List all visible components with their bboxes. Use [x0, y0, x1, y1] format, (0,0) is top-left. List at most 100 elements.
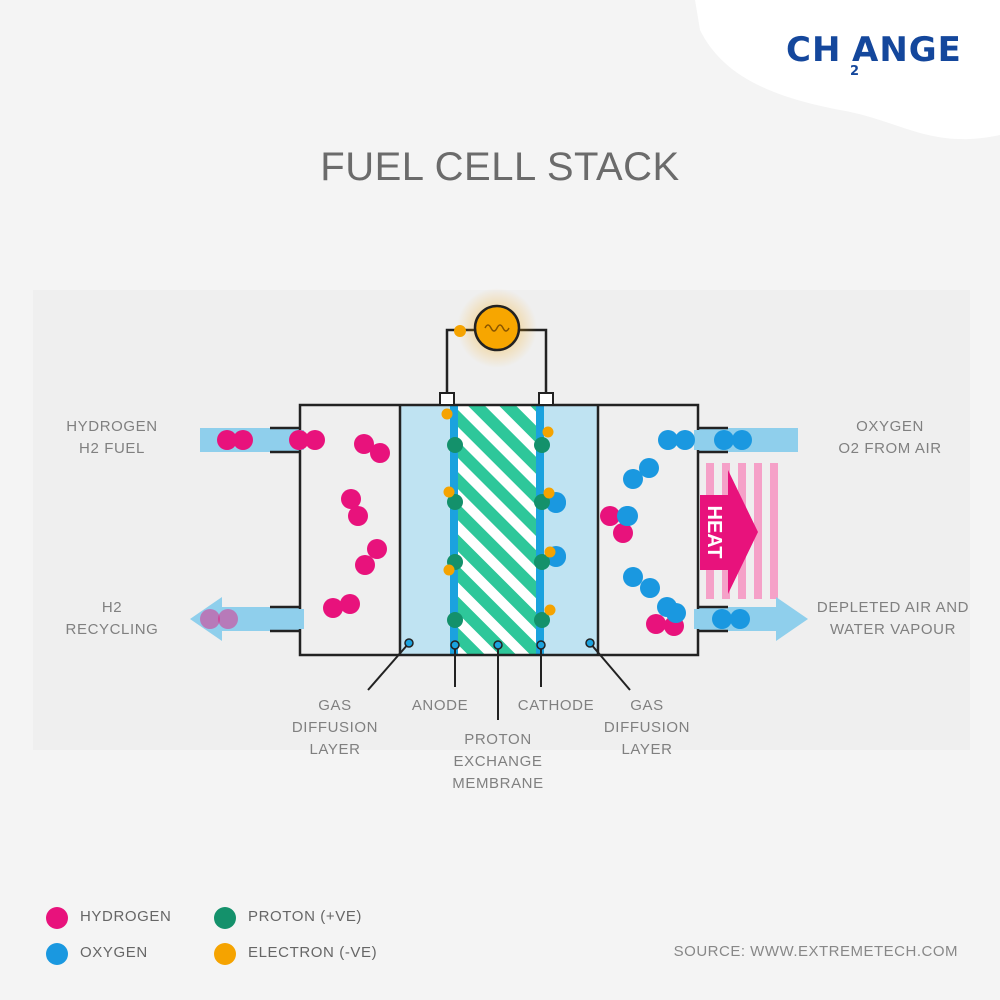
hydrogen-molecule [233, 430, 253, 450]
hydrogen-molecule [217, 430, 237, 450]
anode-diffusion-layer [400, 405, 450, 655]
electron [443, 486, 455, 498]
oxygen-molecule [730, 609, 750, 629]
anode [450, 405, 458, 655]
proton-exchange-membrane [458, 405, 536, 655]
hydrogen-dot-icon [46, 907, 68, 929]
label-line: GAS [630, 697, 664, 714]
electron [544, 604, 556, 616]
oxygen-molecule [640, 578, 660, 598]
proton [447, 437, 463, 453]
label-line: O2 FROM AIR [838, 440, 942, 457]
hydrogen-molecule [200, 609, 220, 629]
logo-text-right: ANGE [852, 30, 962, 70]
electron [441, 408, 453, 420]
proton [534, 554, 550, 570]
hydrogen-molecule [218, 609, 238, 629]
label-line: DIFFUSION [291, 719, 379, 736]
heat-label: HEAT [703, 506, 725, 559]
pointer-dots [404, 638, 595, 650]
cathode [536, 405, 544, 655]
hydrogen-molecule [289, 430, 309, 450]
hydrogen-molecule [340, 594, 360, 614]
hydrogen-inlet-label: HYDROGEN H2 FUEL [52, 416, 172, 460]
oxygen-molecule [666, 603, 686, 623]
label-line: H2 FUEL [79, 440, 145, 457]
label-line: LAYER [309, 741, 361, 758]
h2-recycling-arrow [190, 597, 300, 641]
membrane-label: PROTON EXCHANGE MEMBRANE [438, 729, 558, 795]
legend-label: OXYGEN [80, 944, 148, 961]
label-pointers [367, 642, 631, 720]
cathode-diffusion-layer [544, 405, 598, 655]
legend-label: HYDROGEN [80, 908, 172, 925]
change-logo: CH ANGE 2 [786, 30, 966, 90]
electron [542, 426, 554, 438]
heat-element: HEAT [700, 463, 778, 599]
label-line: CATHODE [517, 697, 595, 714]
proton-dot-icon [214, 907, 236, 929]
label-line: H2 [101, 599, 123, 616]
electron-dot-icon [214, 943, 236, 965]
hydrogen-molecule [600, 506, 620, 526]
circuit-electron [454, 325, 466, 337]
label-line: DIFFUSION [603, 719, 691, 736]
oxygen-molecule [623, 567, 643, 587]
hydrogen-molecule [370, 443, 390, 463]
label-line: GAS [318, 697, 352, 714]
oxygen-dot-icon [46, 943, 68, 965]
hydrogen-molecule [646, 614, 666, 634]
proton [534, 437, 550, 453]
oxygen-molecule [714, 430, 734, 450]
label-line: MEMBRANE [452, 775, 544, 792]
logo-subscript: 2 [850, 64, 860, 79]
logo-text-left: CH [786, 30, 842, 70]
proton [534, 494, 550, 510]
oxygen-molecule [712, 609, 732, 629]
oxygen-molecule [639, 458, 659, 478]
hydrogen-molecule [613, 523, 633, 543]
oxygen-molecule [623, 469, 643, 489]
source-credit: SOURCE: WWW.EXTREMETECH.COM [673, 943, 958, 960]
depleted-air-label: DEPLETED AIR AND WATER VAPOUR [808, 597, 978, 641]
heat-arrow [700, 470, 758, 594]
gas-diffusion-layer-right-label: GAS DIFFUSION LAYER [592, 695, 702, 761]
hydrogen-molecule [354, 434, 374, 454]
corner-blob [695, 0, 1000, 140]
anode-label: ANODE [395, 695, 485, 717]
legend-label: ELECTRON (-VE) [248, 944, 378, 961]
external-circuit [439, 288, 554, 406]
proton [447, 494, 463, 510]
legend: HYDROGEN PROTON (+VE) OXYGEN ELECTRON (-… [46, 905, 406, 975]
oxygen-molecule [658, 430, 678, 450]
label-line: OXYGEN [856, 418, 924, 435]
hydrogen-molecule [323, 598, 343, 618]
label-line: LAYER [621, 741, 673, 758]
hydrogen-molecule [348, 506, 368, 526]
label-line: DEPLETED AIR AND [816, 599, 970, 616]
oxygen-molecule [618, 506, 638, 526]
gas-diffusion-layer-left-label: GAS DIFFUSION LAYER [280, 695, 390, 761]
label-line: HYDROGEN [66, 418, 158, 435]
hydrogen-molecule [341, 489, 361, 509]
oxygen-molecule [732, 430, 752, 450]
page-title: FUEL CELL STACK [320, 145, 680, 189]
hydrogen-molecule [355, 555, 375, 575]
label-line: EXCHANGE [453, 753, 543, 770]
label-line: WATER VAPOUR [829, 621, 957, 638]
electron [543, 487, 555, 499]
oxygen-inlet-label: OXYGEN O2 FROM AIR [820, 416, 960, 460]
hydrogen-molecule [305, 430, 325, 450]
electron [443, 564, 455, 576]
label-line: RECYCLING [65, 621, 159, 638]
label-line: PROTON [464, 731, 532, 748]
cathode-label: CATHODE [508, 695, 604, 717]
particles [200, 408, 752, 636]
proton [534, 612, 550, 628]
hydrogen-molecule [367, 539, 387, 559]
proton [447, 612, 463, 628]
label-line: ANODE [411, 697, 469, 714]
oxygen-molecule [675, 430, 695, 450]
